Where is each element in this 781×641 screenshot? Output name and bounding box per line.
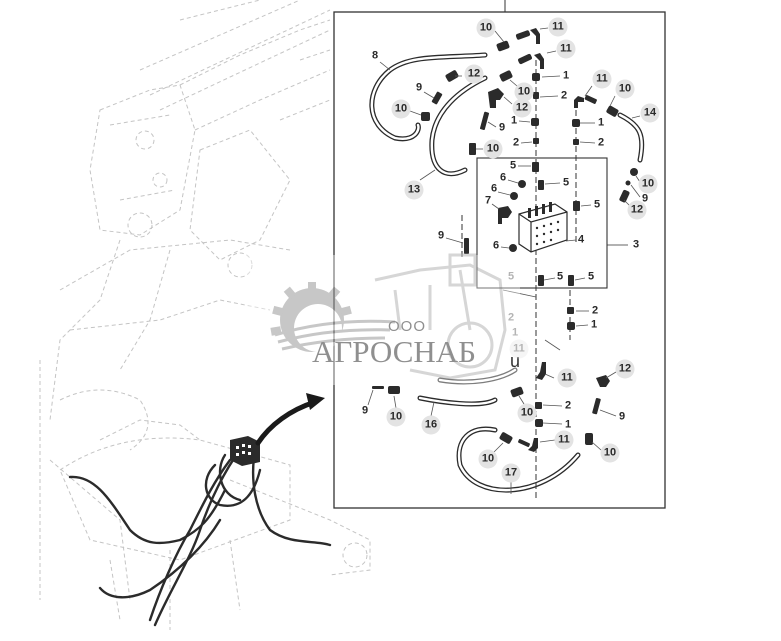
callout-13: 13 (404, 180, 424, 200)
watermark-suffix: u (510, 351, 521, 371)
callout-10: 10 (615, 79, 635, 99)
callout-16: 16 (421, 415, 441, 435)
callout-1: 1 (564, 418, 572, 431)
callout-9: 9 (437, 229, 445, 242)
fittings (372, 28, 638, 452)
machine-outline (39, 0, 371, 630)
coupler-block-frame (476, 157, 608, 289)
callout-2: 2 (564, 399, 572, 412)
callout-6: 6 (490, 182, 498, 195)
callout-9: 9 (361, 404, 369, 417)
callout-10: 10 (517, 403, 537, 423)
callout-2: 2 (597, 136, 605, 149)
callout-10: 10 (638, 174, 658, 194)
callout-3: 3 (632, 238, 640, 251)
callout-9: 9 (641, 192, 649, 205)
harness (68, 448, 332, 627)
callout-10: 10 (600, 443, 620, 463)
callout-12: 12 (627, 200, 647, 220)
callout-10: 10 (478, 449, 498, 469)
callout-6: 6 (492, 239, 500, 252)
watermark-company-name: АГРОСНАБ (312, 334, 476, 369)
callout-9: 9 (498, 121, 506, 134)
detail-frame (333, 11, 666, 509)
callout-10: 10 (476, 18, 496, 38)
callout-5: 5 (593, 198, 601, 211)
callout-9: 9 (618, 410, 626, 423)
callout-10: 10 (483, 139, 503, 159)
callout-12: 12 (464, 64, 484, 84)
callout-2: 2 (560, 89, 568, 102)
callout-10: 10 (386, 407, 406, 427)
watermark-logo (245, 253, 520, 385)
callout-2: 2 (507, 311, 515, 324)
callout-9: 9 (415, 81, 423, 94)
callout-5: 5 (587, 270, 595, 283)
coupler-block (518, 202, 568, 253)
callout-1: 1 (590, 318, 598, 331)
callout-1: 1 (510, 114, 518, 127)
leader-lines (367, 27, 641, 494)
callout-17: 17 (501, 463, 521, 483)
callout-11: 11 (592, 69, 612, 89)
callout-2: 2 (591, 304, 599, 317)
callout-10: 10 (391, 99, 411, 119)
callout-4: 4 (577, 233, 585, 246)
watermark-prefix: ООО (388, 318, 427, 335)
callout-11: 11 (557, 368, 577, 388)
callout-2: 2 (512, 136, 520, 149)
callout-6: 6 (499, 171, 507, 184)
callout-11: 11 (556, 39, 576, 59)
callout-1: 1 (597, 116, 605, 129)
callout-1: 1 (562, 69, 570, 82)
callout-11: 11 (554, 430, 574, 450)
callout-5: 5 (509, 159, 517, 172)
pointer-arrow (255, 399, 318, 446)
callout-7: 7 (484, 194, 492, 207)
callout-8: 8 (371, 49, 379, 62)
callout-10: 10 (514, 82, 534, 102)
callout-14: 14 (640, 103, 660, 123)
callout-12: 12 (512, 98, 532, 118)
callout-12: 12 (615, 359, 635, 379)
callout-5: 5 (556, 270, 564, 283)
callout-11: 11 (548, 17, 568, 37)
callout-1: 1 (511, 326, 519, 339)
callout-5: 5 (562, 176, 570, 189)
callout-5: 5 (507, 270, 515, 283)
callout-11: 11 (509, 339, 529, 359)
